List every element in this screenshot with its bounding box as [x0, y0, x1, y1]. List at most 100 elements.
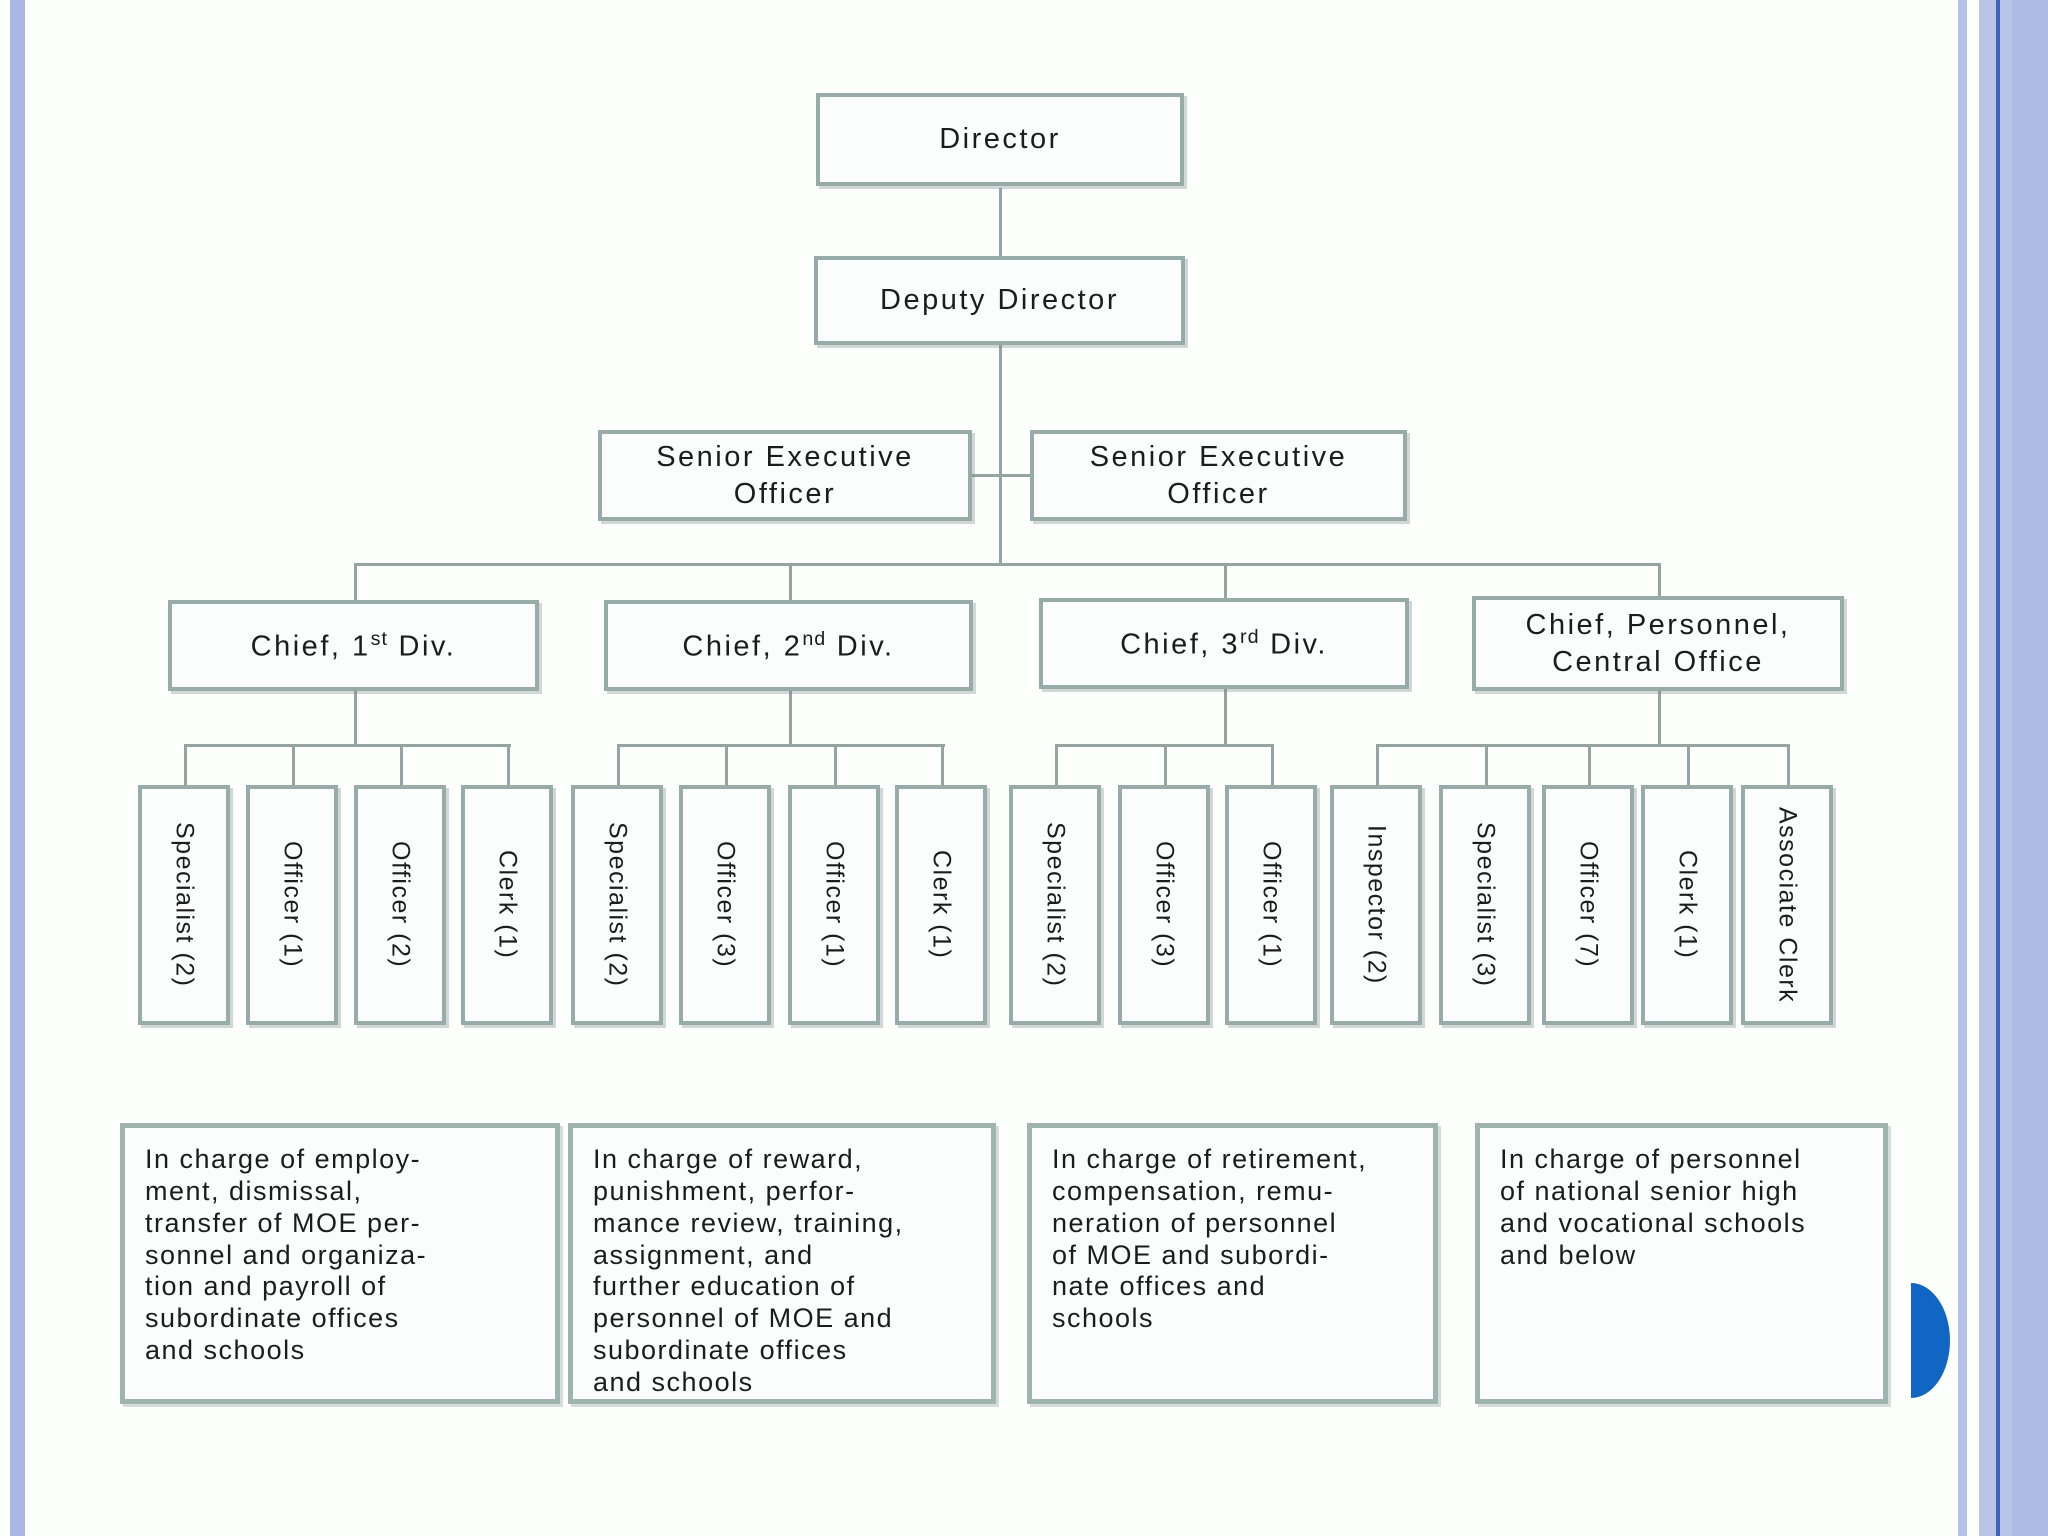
org-node-associate-clerk-g4: Associate Clerk [1741, 785, 1833, 1025]
personnel-office-description-box: In charge of personnel of national senio… [1475, 1123, 1888, 1404]
connector-line [834, 744, 837, 788]
connector-line [617, 744, 620, 788]
connector-line [1787, 744, 1790, 788]
officer1-g3-label: Officer (3) [1150, 841, 1179, 969]
connector-line [1055, 744, 1058, 788]
org-node-officer1-g1: Officer (1) [246, 785, 338, 1025]
connector-line [1376, 744, 1790, 747]
officer2-g1-label: Officer (2) [386, 841, 415, 969]
connector-line [1588, 744, 1591, 788]
clerk-g2-label: Clerk (1) [927, 850, 956, 960]
connector-line [1224, 689, 1227, 747]
org-node-senior-executive-officer-right: Senior Executive Officer [1030, 430, 1407, 521]
chief-1st-div-label-suf: Div. [387, 630, 457, 663]
org-node-clerk-g1: Clerk (1) [461, 785, 553, 1025]
division-2-description-box: In charge of reward, punishment, perfor-… [568, 1123, 996, 1404]
connector-line [184, 744, 187, 788]
personnel-office-description: In charge of personnel of national senio… [1500, 1144, 1807, 1270]
specialist-g1-label: Specialist (2) [170, 822, 199, 988]
org-node-officer1-g2: Officer (3) [679, 785, 771, 1025]
connector-line [507, 744, 510, 788]
specialist-g2-label: Specialist (2) [603, 822, 632, 988]
org-node-specialist-g2: Specialist (2) [571, 785, 663, 1025]
deputy-director-label: Deputy Director [880, 284, 1119, 317]
connector-line [1164, 744, 1167, 788]
inspector-g4-label: Inspector (2) [1362, 825, 1391, 985]
clerk-g1-label: Clerk (1) [493, 850, 522, 960]
org-node-director: Director [816, 93, 1184, 186]
connector-line [354, 563, 357, 603]
chief-1st-div-label-pre: Chief, 1 [250, 630, 371, 663]
officer2-g2-label: Officer (1) [820, 841, 849, 969]
chief-3rd-div-label-sup: rd [1240, 625, 1260, 648]
connector-line [292, 744, 295, 788]
division-2-description: In charge of reward, punishment, perfor-… [593, 1144, 904, 1398]
org-node-clerk-g2: Clerk (1) [895, 785, 987, 1025]
connector-line [1224, 563, 1227, 603]
senior-executive-officer-right-label: Senior Executive Officer [1089, 441, 1348, 510]
org-node-chief-personnel-central-office: Chief, Personnel, Central Office [1472, 596, 1844, 691]
chief-2nd-div-label: Chief, 2nd Div. [682, 627, 894, 665]
chief-personnel-label-pre: Chief, Personnel, Central Office [1525, 609, 1791, 678]
org-node-clerk-g4: Clerk (1) [1641, 785, 1733, 1025]
chief-2nd-div-label-sup: nd [802, 627, 827, 650]
connector-line [1485, 744, 1488, 788]
chief-1st-div-label-sup: st [370, 627, 388, 650]
org-node-officer1-g3: Officer (3) [1118, 785, 1210, 1025]
connector-line [725, 744, 728, 788]
connector-line [1658, 563, 1661, 603]
officer1-g1-label: Officer (1) [278, 841, 307, 969]
officer1-g2-label: Officer (3) [711, 841, 740, 969]
senior-executive-officer-left-label: Senior Executive Officer [656, 441, 914, 510]
connector-line [941, 744, 944, 788]
clerk-g4-label: Clerk (1) [1673, 850, 1702, 960]
org-node-officer2-g3: Officer (1) [1225, 785, 1317, 1025]
connector-line [617, 744, 945, 747]
org-node-specialist-g1: Specialist (2) [138, 785, 230, 1025]
org-node-officer2-g2: Officer (1) [788, 785, 880, 1025]
left-border-stripe [10, 0, 25, 1536]
org-node-officer2-g1: Officer (2) [354, 785, 446, 1025]
chief-2nd-div-label-suf: Div. [826, 630, 895, 663]
director-label: Director [939, 123, 1061, 156]
connector-line [354, 563, 1661, 566]
org-node-officer-g4: Officer (7) [1542, 785, 1634, 1025]
connector-line [1658, 689, 1661, 747]
officer2-g3-label: Officer (1) [1257, 841, 1286, 969]
connector-line [400, 744, 403, 788]
right-border-stripe-accent-line [1996, 0, 2000, 1536]
right-border-stripe-thin [1958, 0, 1967, 1536]
org-node-deputy-director: Deputy Director [814, 256, 1185, 345]
org-node-senior-executive-officer-left: Senior Executive Officer [598, 430, 972, 521]
chief-personnel-label: Chief, Personnel, Central Office [1526, 607, 1791, 680]
connector-line [999, 188, 1002, 256]
division-1-description-box: In charge of employ- ment, dismissal, tr… [120, 1123, 560, 1404]
org-node-chief-1st-div: Chief, 1st Div. [168, 600, 539, 691]
division-3-description-box: In charge of retirement, compensation, r… [1027, 1123, 1438, 1404]
chief-1st-div-label: Chief, 1st Div. [251, 627, 457, 665]
connector-line [1376, 744, 1379, 788]
org-node-specialist-g4: Specialist (3) [1439, 785, 1531, 1025]
chief-2nd-div-label-pre: Chief, 2 [682, 630, 803, 663]
connector-line [972, 474, 1032, 477]
specialist-g3-label: Specialist (2) [1041, 822, 1070, 988]
connector-line [354, 689, 357, 747]
connector-line [999, 344, 1002, 566]
blue-semicircle-decoration [1911, 1283, 1950, 1398]
specialist-g4-label: Specialist (3) [1471, 822, 1500, 988]
right-border-stripe-outer [2012, 0, 2048, 1536]
org-node-inspector-g4: Inspector (2) [1330, 785, 1422, 1025]
chief-3rd-div-label-suf: Div. [1259, 628, 1328, 661]
connector-line [789, 563, 792, 603]
connector-line [184, 744, 511, 747]
connector-line [1271, 744, 1274, 788]
org-node-chief-3rd-div: Chief, 3rd Div. [1039, 598, 1409, 689]
connector-line [789, 689, 792, 747]
officer-g4-label: Officer (7) [1574, 841, 1603, 969]
division-3-description: In charge of retirement, compensation, r… [1052, 1144, 1368, 1334]
associate-clerk-g4-label: Associate Clerk [1773, 806, 1802, 1004]
connector-line [1687, 744, 1690, 788]
chief-3rd-div-label: Chief, 3rd Div. [1120, 625, 1328, 663]
division-1-description: In charge of employ- ment, dismissal, tr… [145, 1144, 428, 1366]
